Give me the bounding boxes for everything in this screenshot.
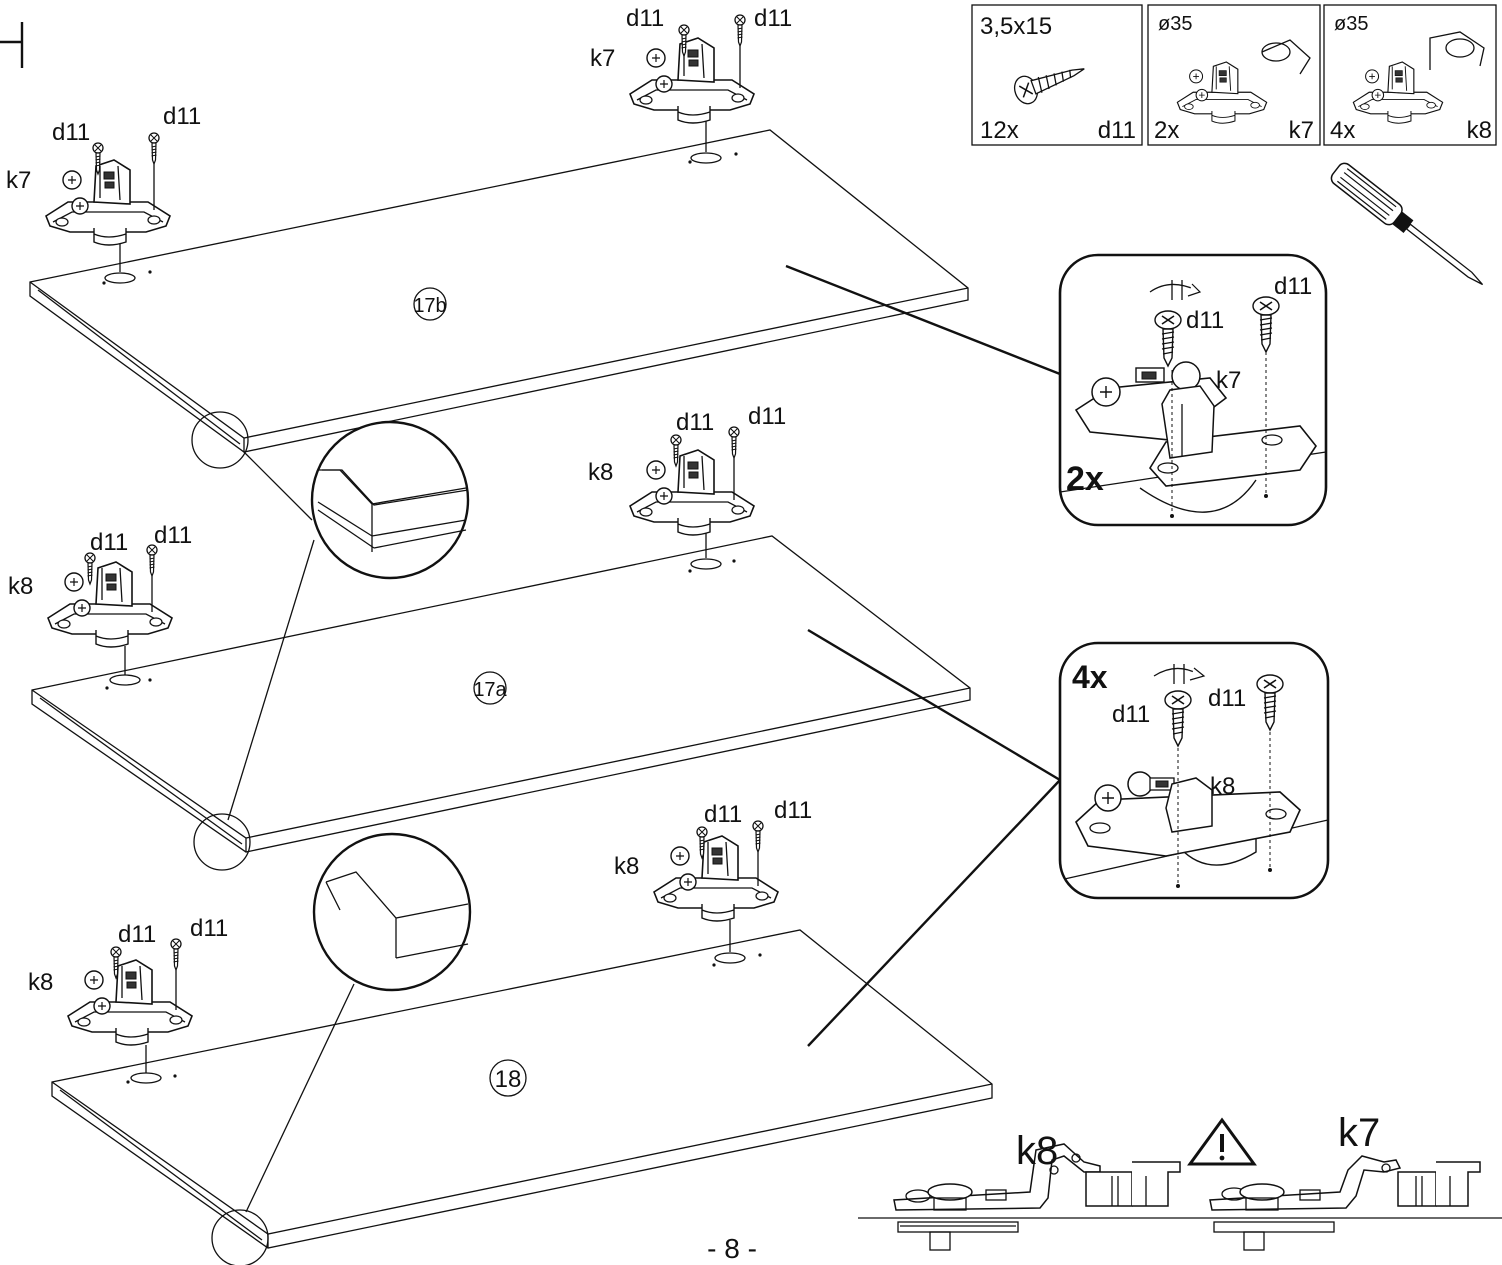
edge-detail-17a [193, 539, 315, 871]
legend-spec: ø35 [1158, 13, 1192, 35]
leader-line-middle [807, 628, 1061, 782]
hinge-label: k8 [8, 573, 33, 600]
hinge-label: k8 [614, 853, 639, 880]
legend-qty: 2x [1154, 117, 1179, 144]
hinge-label: k8 [28, 969, 53, 996]
detail-hinge-label: k8 [1210, 773, 1235, 800]
panel-17b-marker [413, 287, 447, 321]
hinge-k8-panel-17a-right: d11 d11 k8 [588, 403, 786, 536]
panel-18-label: 18 [495, 1066, 522, 1093]
warning-triangle-icon [1187, 1117, 1257, 1166]
panel-17a-marker [473, 671, 507, 705]
hinge-label: k8 [588, 459, 613, 486]
edge-detail-17b [191, 411, 470, 580]
screw-label: d11 [626, 5, 664, 32]
screw-label: d11 [118, 921, 156, 948]
screw-label: d11 [163, 103, 201, 130]
page-number: - 8 - [707, 1233, 757, 1264]
hinge-comparison: k8 k7 [858, 1111, 1502, 1251]
screw-label: d11 [774, 797, 812, 824]
detail-screw-label: d11 [1208, 685, 1246, 712]
detail-hinge-label: k7 [1216, 367, 1241, 394]
leader-line-bottom [807, 779, 1061, 1047]
legend-spec: ø35 [1334, 13, 1368, 35]
parts-legend: 3,5x15 12x d11 ø35 2x k7 ø35 4x k8 [971, 4, 1497, 146]
legend-code: k8 [1467, 117, 1492, 144]
screwdriver-icon [1330, 162, 1484, 286]
screw-label: d11 [748, 403, 786, 430]
panel-17a-label: 17a [473, 679, 507, 701]
screw-label: d11 [154, 522, 192, 549]
detail-screw-label: d11 [1186, 307, 1224, 334]
hinge-k8-panel-18-right: d11 d11 k8 [614, 797, 812, 922]
panel-17a: 17a [31, 528, 971, 853]
hinge-label: k7 [6, 167, 31, 194]
legend-qty: 12x [980, 117, 1019, 144]
screw-label: d11 [754, 5, 792, 32]
panel-17b-label: 17b [413, 295, 446, 317]
legend-spec: 3,5x15 [980, 13, 1052, 40]
screw-label: d11 [676, 409, 714, 436]
comparison-label-k8: k8 [1016, 1129, 1058, 1173]
detail-count-label: 4x [1072, 659, 1108, 695]
hinge-k8-panel-17a-left: d11 d11 k8 [8, 522, 192, 648]
hinge-label: k7 [590, 45, 615, 72]
hinge-k7-panel-17b-right: d11 d11 k7 [590, 5, 792, 124]
detail-count-label: 2x [1066, 460, 1104, 498]
leader-line-top [785, 264, 1061, 376]
screw-label: d11 [90, 529, 128, 556]
panel-17b: 17b [29, 120, 969, 453]
hinge-k8-panel-18-left: d11 d11 k8 [28, 915, 228, 1046]
legend-code: d11 [1098, 117, 1136, 144]
screw-label: d11 [704, 801, 742, 828]
detail-screw-label: d11 [1274, 273, 1312, 300]
legend-code: k7 [1289, 117, 1314, 144]
screw-label: d11 [190, 915, 228, 942]
hinge-k7-panel-17b-left: d11 d11 k7 [6, 103, 201, 246]
corner-mark [0, 22, 24, 68]
detail-screw-label: d11 [1112, 701, 1150, 728]
screw-label: d11 [52, 119, 90, 146]
detail-inset-k8: 4x d11 d11 k8 [1058, 641, 1330, 900]
comparison-label-k7: k7 [1338, 1111, 1380, 1155]
detail-inset-k7: d11 d11 k7 2x [1058, 253, 1328, 527]
panel-18-marker [489, 1059, 527, 1097]
edge-detail-18 [211, 832, 472, 1265]
legend-qty: 4x [1330, 117, 1355, 144]
panel-18: 18 [51, 920, 993, 1249]
